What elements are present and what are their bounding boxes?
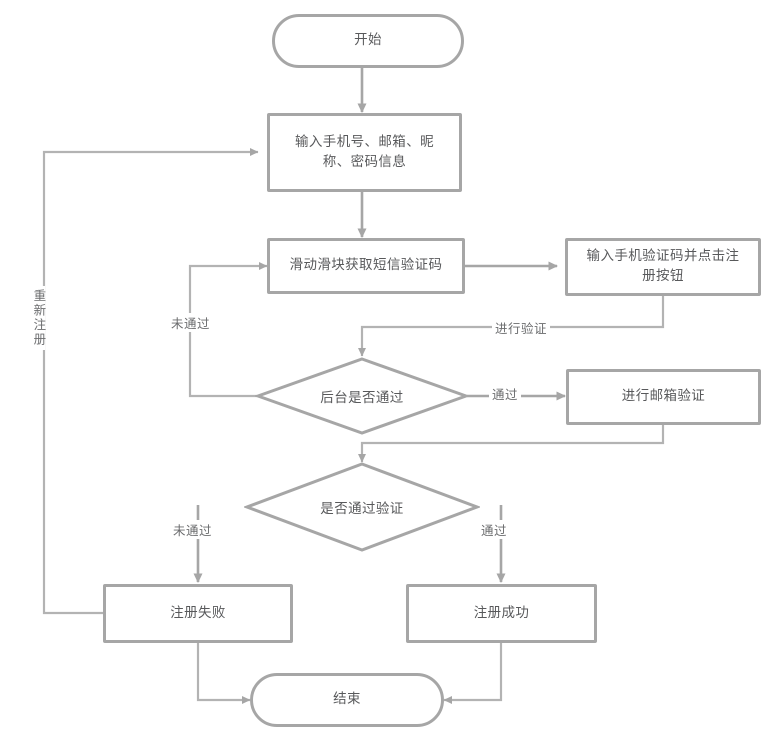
edge-email-to-verify <box>358 425 665 463</box>
node-input-code-label: 输入手机验证码并点击注 册按钮 <box>586 248 740 284</box>
edge-fail-to-end <box>196 643 251 704</box>
edge-label-backend-pass: 通过 <box>489 384 522 403</box>
edge-label-verify-pass: 通过 <box>478 520 511 539</box>
node-start-label: 开始 <box>354 32 382 49</box>
edge-fail-retry-to-input <box>42 148 259 615</box>
node-input-info-label: 输入手机号、邮箱、昵 称、密码信息 <box>295 133 434 170</box>
node-input-code[interactable]: 输入手机验证码并点击注 册按钮 <box>565 238 761 296</box>
node-backend-check[interactable]: 后台是否通过 <box>253 356 471 436</box>
node-email-verify[interactable]: 进行邮箱验证 <box>566 369 761 425</box>
edge-success-to-end <box>443 643 503 704</box>
node-slider-sms[interactable]: 滑动滑块获取短信验证码 <box>267 238 465 294</box>
node-register-fail-label: 注册失败 <box>170 604 226 621</box>
node-register-success-label: 注册成功 <box>473 604 530 621</box>
backend-check-shape <box>253 357 471 435</box>
node-slider-sms-label: 滑动滑块获取短信验证码 <box>289 257 443 274</box>
node-email-verify-label: 进行邮箱验证 <box>621 388 706 405</box>
node-start[interactable]: 开始 <box>272 14 464 68</box>
node-register-fail[interactable]: 注册失败 <box>103 584 293 643</box>
node-register-success[interactable]: 注册成功 <box>406 584 597 643</box>
node-verify-check-label: 是否通过验证 <box>320 501 404 517</box>
node-backend-check-label: 后台是否通过 <box>320 390 404 406</box>
edge-label-verify-fail: 未通过 <box>170 520 216 539</box>
edge-label-backend-fail: 未通过 <box>168 313 214 332</box>
node-end-label: 结束 <box>333 691 361 708</box>
edge-label-do-verify: 进行验证 <box>492 318 551 337</box>
node-verify-check[interactable]: 是否通过验证 <box>242 461 482 553</box>
edge-label-retry-register: 重新注册 <box>31 286 46 350</box>
node-input-info[interactable]: 输入手机号、邮箱、昵 称、密码信息 <box>267 113 462 192</box>
node-end[interactable]: 结束 <box>250 673 444 727</box>
verify-check-shape <box>242 462 482 552</box>
